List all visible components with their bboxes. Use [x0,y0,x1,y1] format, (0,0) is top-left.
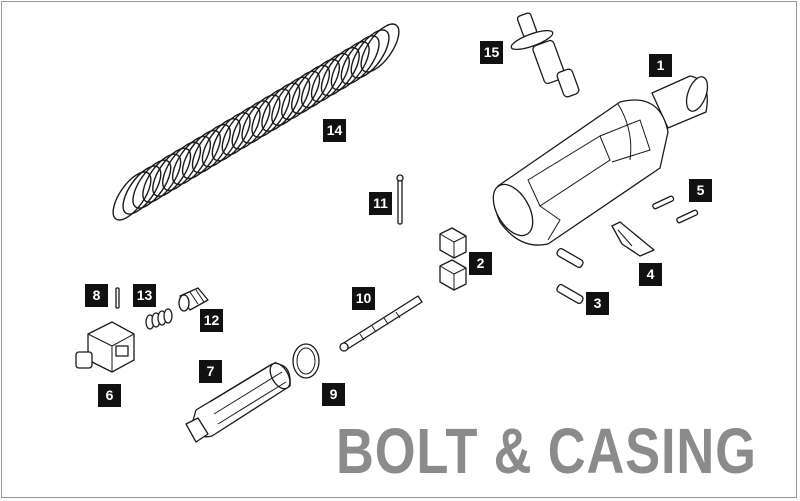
label-part-5: 5 [689,179,712,202]
spring-coil [162,141,202,192]
spring-coil [350,29,390,79]
spring-coil [261,82,301,132]
spring-coil [132,159,172,209]
label-part-11: 11 [369,192,392,215]
spring-coil [281,70,321,121]
spring-coil [300,58,341,109]
casing-icon [492,75,709,246]
label-part-1: 1 [649,54,672,77]
label-part-14: 14 [323,119,346,142]
spring-coil [152,147,192,197]
spring-coil [340,35,380,85]
o-ring-icon [292,343,320,379]
plate-icon [611,221,655,257]
spring-coil [330,41,370,91]
label-part-13: 13 [133,284,156,307]
label-part-10: 10 [352,287,375,310]
block-icon [439,227,467,291]
label-part-9: 9 [322,383,345,406]
label-part-7: 7 [199,360,222,383]
spring-coil [271,76,311,126]
page-title: BOLT & CASING [336,415,757,487]
spring-coil [211,112,251,162]
small-pin-icon [652,195,699,224]
bolt-icon [185,361,291,443]
needle-icon [115,287,120,309]
spring-coil [122,165,162,215]
small-spring-icon [145,308,173,330]
spring-coil [251,88,291,138]
guide-rod-icon [339,295,423,352]
spring-coil [291,64,331,115]
hop-up-icon [75,321,135,373]
spring-coil [231,100,271,150]
spring-coil [171,135,212,186]
label-part-2: 2 [469,252,492,275]
spring-coil [201,118,241,168]
label-part-12: 12 [200,309,223,332]
spring-coil [221,106,261,156]
long-pin-icon [396,174,404,225]
label-part-6: 6 [98,384,121,407]
spring-coil [142,153,182,203]
spring-coil [191,123,231,174]
label-part-8: 8 [85,284,108,307]
spring-coil [181,129,221,180]
spring-coil [360,23,400,73]
spring-coil [310,52,350,103]
label-part-3: 3 [586,292,609,315]
label-part-15: 15 [480,41,503,64]
spring-coil [320,47,360,97]
spring-coil [112,171,152,221]
spring-icon [112,23,400,221]
knob-icon [510,12,580,98]
spring-coil [241,94,281,144]
label-part-4: 4 [639,263,662,286]
pin-icon [556,247,584,305]
nozzle-icon [178,287,209,312]
